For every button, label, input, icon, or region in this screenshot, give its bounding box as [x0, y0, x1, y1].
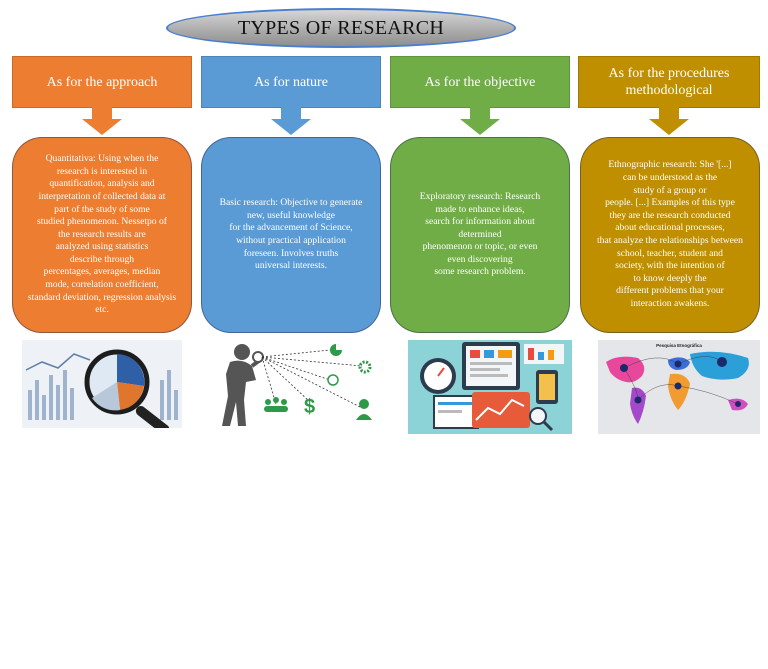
- box-approach: Quantitativa: Using when the research is…: [12, 137, 192, 333]
- header-procedures: As for the procedures methodological: [578, 56, 760, 108]
- box-objective: Exploratory research: Research made to e…: [390, 137, 570, 333]
- person-with-magnifier-image: $: [200, 340, 380, 430]
- header-objective: As for the objective: [390, 56, 570, 108]
- svg-text:$: $: [304, 396, 315, 418]
- box-procedures: Ethnographic research: She '[...] can be…: [580, 137, 760, 333]
- page-title: TYPES OF RESEARCH: [237, 16, 445, 39]
- header-procedures-label: As for the procedures methodological: [608, 66, 730, 98]
- map-caption: Pesquisa Etnográfica: [656, 343, 702, 348]
- arrow-procedures: [649, 107, 689, 137]
- analytics-dashboard-image: [408, 340, 572, 434]
- box-procedures-text: Ethnographic research: She '[...] can be…: [597, 159, 743, 309]
- box-nature-text: Basic research: Objective to generate ne…: [219, 197, 363, 272]
- header-nature: As for nature: [201, 56, 381, 108]
- box-objective-text: Exploratory research: Research made to e…: [419, 190, 541, 278]
- arrow-nature: [271, 107, 311, 137]
- box-approach-text: Quantitativa: Using when the research is…: [27, 153, 177, 316]
- header-approach-label: As for the approach: [46, 74, 158, 90]
- arrow-approach: [82, 107, 122, 137]
- header-approach: As for the approach: [12, 56, 192, 108]
- arrow-objective: [460, 107, 500, 137]
- box-nature: Basic research: Objective to generate ne…: [201, 137, 381, 333]
- magnifier-over-charts-image: [22, 340, 182, 428]
- header-nature-label: As for nature: [254, 74, 328, 90]
- title-banner: TYPES OF RESEARCH: [166, 8, 516, 48]
- header-objective-label: As for the objective: [424, 74, 536, 90]
- world-map-image: Pesquisa Etnográfica: [598, 340, 760, 434]
